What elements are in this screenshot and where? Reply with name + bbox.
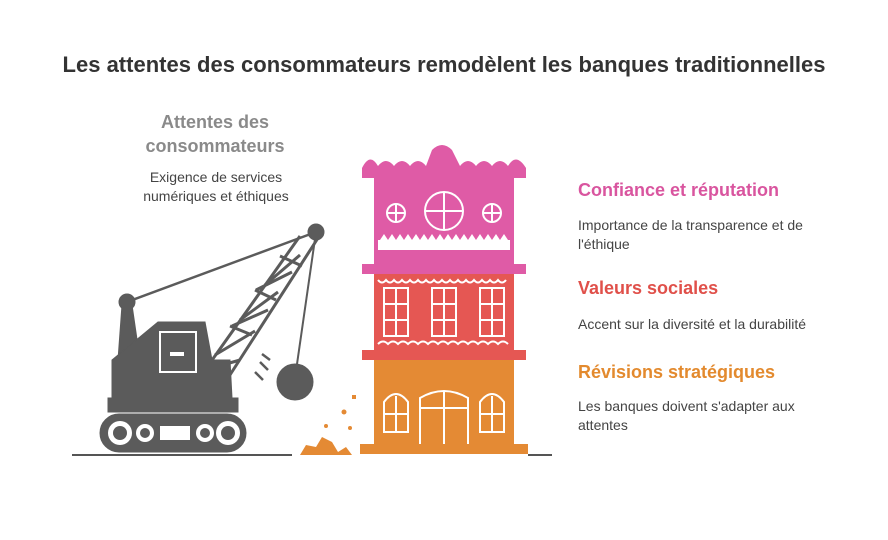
item-title-trust: Confiance et réputation [578,180,780,200]
item-title-strategic-revisions: Révisions stratégiques [578,362,776,382]
item-title-social-values: Valeurs sociales [578,278,719,298]
debris-icon [300,395,356,455]
bank-building-icon [360,145,528,454]
consumer-expectations-description: Exigence de services numériques et éthiq… [143,169,289,204]
consumer-expectations-heading: Attentes des consommateurs [145,112,285,156]
item-desc-strategic-revisions: Les banques doivent s'adapter aux attent… [578,398,795,433]
item-desc-trust: Importance de la transparence et de l'ét… [578,217,803,252]
item-desc-social-values: Accent sur la diversité et la durabilité [578,316,806,332]
wrecking-crane-icon [99,223,325,453]
page-title: Les attentes des consommateurs remodèlen… [62,52,826,77]
